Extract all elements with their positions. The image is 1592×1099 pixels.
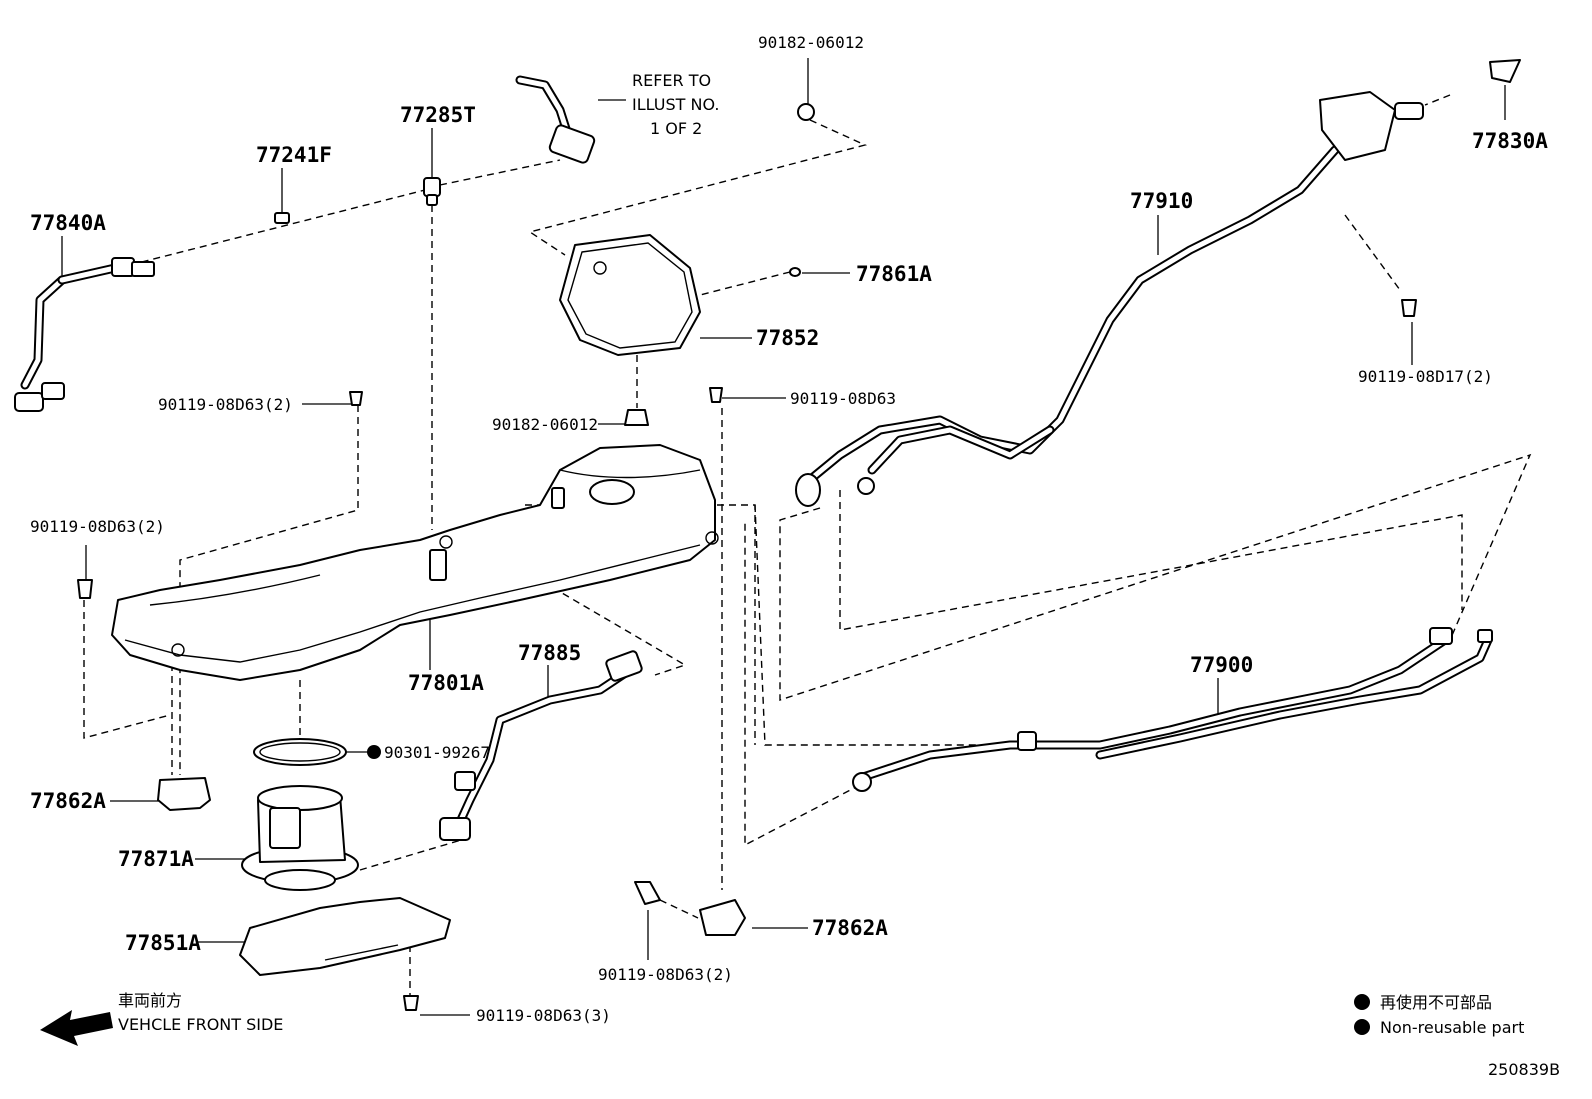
label-77861A: 77861A — [856, 262, 932, 286]
refer-note-line3: 1 OF 2 — [650, 119, 702, 138]
harness-77840A — [14, 257, 155, 412]
legend-english: Non-reusable part — [1380, 1018, 1524, 1037]
label-90119-08D63-right: 90119-08D63 — [790, 389, 896, 408]
label-77241F: 77241F — [256, 143, 332, 167]
label-90119-08D17-2: 90119-08D17(2) — [1358, 367, 1493, 386]
label-90119-08D63-2-far: 90119-08D63(2) — [30, 517, 165, 536]
refer-note-line1: REFER TO — [632, 71, 711, 90]
label-77862A-left: 77862A — [30, 789, 106, 813]
label-77871A: 77871A — [118, 847, 194, 871]
refer-note-line2: ILLUST NO. — [632, 95, 719, 114]
label-77801A: 77801A — [408, 671, 484, 695]
arrow-left-icon — [40, 1010, 113, 1046]
diagram-id: 250839B — [1488, 1060, 1560, 1079]
cover-77852 — [559, 234, 701, 356]
non-reusable-marker — [367, 745, 381, 759]
washer-77861A — [789, 267, 801, 277]
filled-circle-icon — [1354, 994, 1370, 1010]
filler-pipe-77910 — [795, 91, 1424, 507]
leader-lines — [61, 58, 1506, 1016]
clip-nut-mid — [624, 409, 649, 426]
o-ring-90301-99267 — [253, 738, 347, 766]
clip-77241F — [274, 212, 290, 224]
front-side-japanese: 車両前方 — [118, 991, 182, 1010]
label-90119-08D63-2-bottom: 90119-08D63(2) — [598, 965, 733, 984]
label-77285T: 77285T — [400, 103, 476, 127]
label-77862A-right: 77862A — [812, 916, 888, 940]
harness-77885 — [439, 650, 643, 841]
bracket-77862A-right — [699, 899, 746, 936]
connector-pipe-top — [515, 75, 596, 164]
fuel-pump-77871A — [241, 785, 359, 891]
label-90119-08D63-2-left: 90119-08D63(2) — [158, 395, 293, 414]
label-77840A: 77840A — [30, 211, 106, 235]
hose-77900 — [852, 627, 1493, 792]
label-77885: 77885 — [518, 641, 581, 665]
cap-77830A — [1489, 59, 1521, 83]
protector-77851A — [239, 897, 451, 976]
fuel-tank-77801A — [111, 444, 719, 681]
clip-nut-top — [797, 103, 815, 121]
legend-japanese: 再使用不可部品 — [1380, 993, 1492, 1012]
bracket-77862A-left — [157, 777, 211, 811]
label-90182-06012-top: 90182-06012 — [758, 33, 864, 52]
legend: 再使用不可部品 Non-reusable part — [1354, 993, 1524, 1037]
label-77852: 77852 — [756, 326, 819, 350]
valve-77285T — [423, 177, 441, 206]
label-77830A: 77830A — [1472, 129, 1548, 153]
label-77910: 77910 — [1130, 189, 1193, 213]
label-90182-06012-mid: 90182-06012 — [492, 415, 598, 434]
label-77851A: 77851A — [125, 931, 201, 955]
label-90119-08D63-3: 90119-08D63(3) — [476, 1006, 611, 1025]
filled-circle-icon — [1354, 1019, 1370, 1035]
vehicle-front-side: 車両前方 VEHCLE FRONT SIDE — [40, 991, 283, 1046]
label-90301-99267: 90301-99267 — [384, 743, 490, 762]
label-77900: 77900 — [1190, 653, 1253, 677]
front-side-english: VEHCLE FRONT SIDE — [118, 1015, 283, 1034]
bolts — [77, 299, 1417, 1011]
